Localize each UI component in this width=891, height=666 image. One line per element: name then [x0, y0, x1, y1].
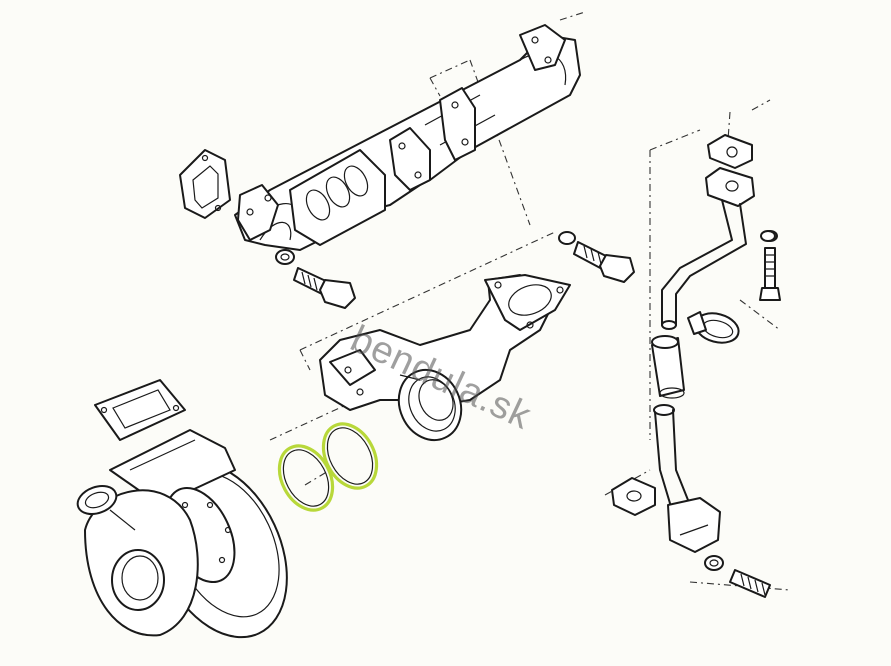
turbo-gasket[interactable]: [94, 379, 186, 441]
hose-clamp[interactable]: [687, 309, 742, 347]
drain-bolt[interactable]: [704, 555, 771, 598]
oil-pipe[interactable]: [661, 134, 755, 330]
turbocharger[interactable]: [74, 429, 313, 659]
manifold-gasket[interactable]: [179, 149, 231, 219]
elbow-pipe[interactable]: [319, 274, 571, 450]
seal-ring-2[interactable]: [313, 415, 387, 498]
drain-pipe[interactable]: [611, 404, 721, 553]
manifold-bolt[interactable]: [275, 249, 356, 309]
washer-small: [760, 230, 776, 242]
seal-ring-1[interactable]: [269, 437, 343, 520]
exhaust-manifold[interactable]: [234, 24, 581, 251]
elbow-bolt[interactable]: [558, 231, 635, 283]
rubber-hose[interactable]: [651, 335, 685, 399]
